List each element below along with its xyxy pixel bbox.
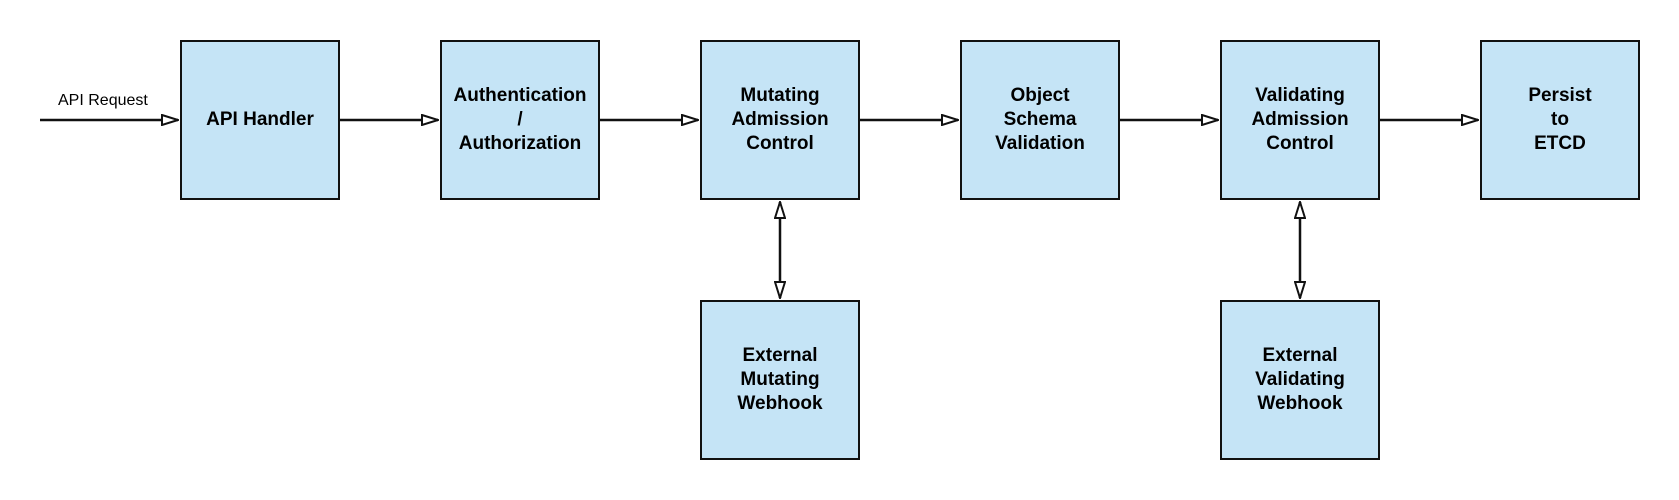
external-validating-webhook-label: External Validating Webhook: [1255, 345, 1345, 414]
object-schema-validation-box: Object Schema Validation: [960, 40, 1120, 200]
persist-to-etcd-box: Persist to ETCD: [1480, 40, 1640, 200]
persist-to-etcd-label: Persist to ETCD: [1528, 85, 1592, 154]
api-request-label: API Request: [58, 92, 148, 109]
mutating-admission-control-label: Mutating Admission Control: [731, 85, 829, 154]
object-schema-validation-label: Object Schema Validation: [995, 85, 1085, 154]
external-validating-webhook-box: External Validating Webhook: [1220, 300, 1380, 460]
validating-admission-control-label: Validating Admission Control: [1251, 85, 1349, 154]
external-mutating-webhook-box: External Mutating Webhook: [700, 300, 860, 460]
validating-admission-control-box: Validating Admission Control: [1220, 40, 1380, 200]
api-handler-label: API Handler: [206, 109, 314, 130]
authentication-authorization-label: Authentication / Authorization: [453, 85, 587, 154]
authentication-authorization-box: Authentication / Authorization: [440, 40, 600, 200]
api-handler-box: API Handler: [180, 40, 340, 200]
mutating-admission-control-box: Mutating Admission Control: [700, 40, 860, 200]
external-mutating-webhook-label: External Mutating Webhook: [737, 345, 823, 414]
